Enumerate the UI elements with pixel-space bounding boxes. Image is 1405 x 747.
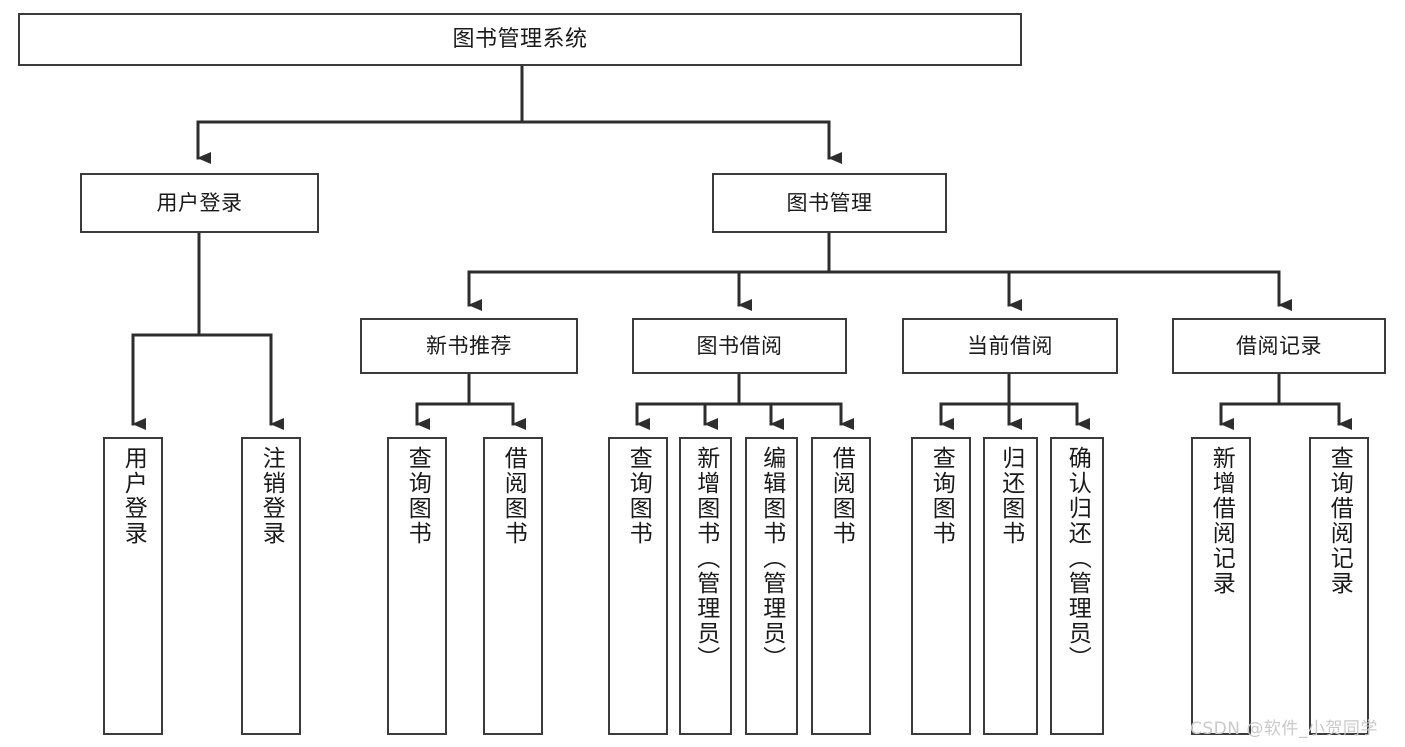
node-borrow-record[interactable]: 借阅记录 bbox=[1172, 318, 1386, 374]
node-label: 注销登录 bbox=[258, 446, 285, 546]
node-book-management[interactable]: 图书管理 bbox=[712, 173, 947, 233]
node-label: 归还图书 bbox=[997, 446, 1024, 546]
node-label: 新书推荐 bbox=[426, 333, 512, 358]
leaf-record-query-record[interactable]: 查询借阅记录 bbox=[1309, 437, 1369, 735]
leaf-borrow-query-book[interactable]: 查询图书 bbox=[608, 437, 668, 735]
node-label: 查询图书 bbox=[928, 446, 955, 546]
node-book-borrow[interactable]: 图书借阅 bbox=[632, 318, 847, 374]
node-label: 用户登录 bbox=[156, 190, 243, 215]
node-label: 查询借阅记录 bbox=[1326, 446, 1353, 596]
leaf-record-add-record[interactable]: 新增借阅记录 bbox=[1191, 437, 1251, 735]
leaf-recommend-query-book[interactable]: 查询图书 bbox=[387, 437, 447, 735]
leaf-current-confirm-return-admin[interactable]: 确认归还（管理员） bbox=[1050, 437, 1104, 735]
node-current-borrow[interactable]: 当前借阅 bbox=[902, 318, 1118, 374]
leaf-recommend-borrow-book[interactable]: 借阅图书 bbox=[483, 437, 543, 735]
node-label: 新增图书（管理员） bbox=[692, 446, 719, 671]
node-new-book-recommend[interactable]: 新书推荐 bbox=[360, 318, 578, 374]
leaf-user-login-signin[interactable]: 用户登录 bbox=[103, 437, 163, 735]
node-label: 图书借阅 bbox=[696, 333, 783, 358]
node-label: 查询图书 bbox=[404, 446, 431, 546]
leaf-user-login-signout[interactable]: 注销登录 bbox=[241, 437, 301, 735]
node-label: 用户登录 bbox=[120, 446, 147, 546]
node-label: 编辑图书（管理员） bbox=[758, 446, 785, 671]
node-label: 当前借阅 bbox=[967, 333, 1053, 358]
node-label: 借阅记录 bbox=[1236, 333, 1322, 358]
node-label: 借阅图书 bbox=[828, 446, 855, 546]
node-user-login[interactable]: 用户登录 bbox=[80, 173, 319, 233]
node-label: 查询图书 bbox=[625, 446, 652, 546]
leaf-borrow-add-book-admin[interactable]: 新增图书（管理员） bbox=[679, 437, 732, 735]
leaf-current-return-book[interactable]: 归还图书 bbox=[983, 437, 1038, 735]
node-label: 借阅图书 bbox=[500, 446, 527, 546]
leaf-current-query-book[interactable]: 查询图书 bbox=[911, 437, 971, 735]
watermark-text: CSDN @软件_小贺同学 bbox=[1190, 719, 1378, 739]
node-label: 图书管理系统 bbox=[452, 26, 588, 52]
leaf-borrow-borrow-book[interactable]: 借阅图书 bbox=[811, 437, 871, 735]
node-label: 新增借阅记录 bbox=[1208, 446, 1235, 596]
node-root-system[interactable]: 图书管理系统 bbox=[18, 13, 1022, 66]
node-label: 图书管理 bbox=[786, 190, 873, 215]
node-label: 确认归还（管理员） bbox=[1064, 446, 1091, 671]
leaf-borrow-edit-book-admin[interactable]: 编辑图书（管理员） bbox=[745, 437, 798, 735]
